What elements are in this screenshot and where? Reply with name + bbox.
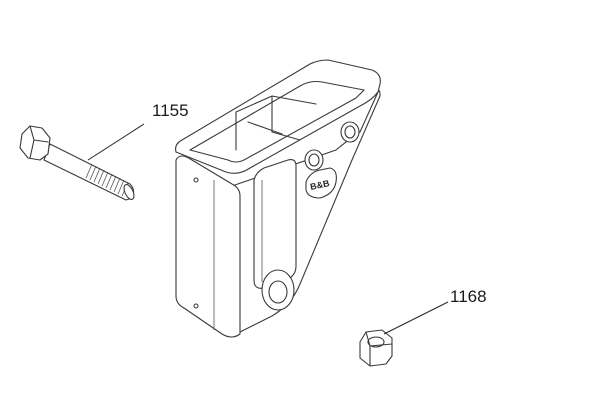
nut-part-number: 1168 bbox=[450, 287, 487, 306]
bracket-logo-text: B&B bbox=[309, 178, 331, 192]
bracket-part bbox=[175, 59, 381, 338]
nut-leader-line bbox=[383, 301, 449, 335]
bolt-part bbox=[19, 125, 135, 201]
bolt-part-number: 1155 bbox=[152, 101, 189, 120]
nut-part bbox=[359, 329, 393, 367]
bolt-leader-line bbox=[87, 123, 145, 161]
